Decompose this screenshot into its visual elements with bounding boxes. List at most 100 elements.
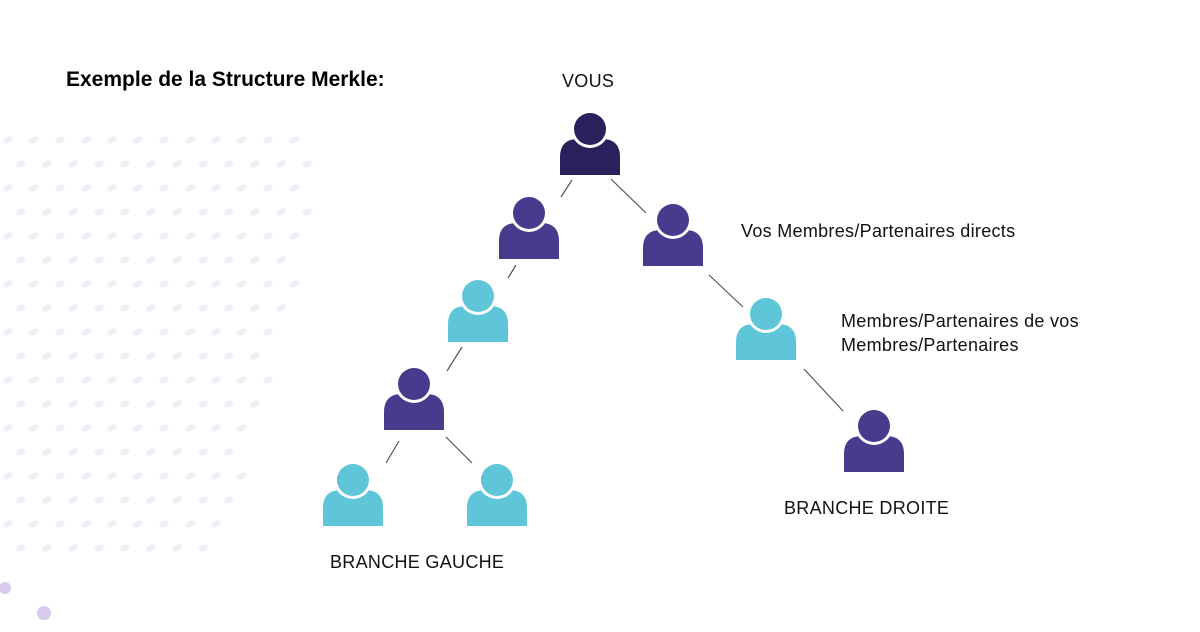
- decor-dot: [94, 400, 104, 408]
- decor-dot: [159, 232, 169, 240]
- person-head-icon: [513, 197, 545, 229]
- decor-dot: [81, 472, 91, 480]
- decor-accent-dot: [0, 582, 11, 594]
- decor-dot: [107, 328, 117, 336]
- decor-dot: [68, 544, 78, 552]
- decor-dot: [42, 256, 52, 264]
- decor-dot: [146, 208, 156, 216]
- decor-dot: [3, 280, 13, 288]
- decor-dot: [224, 496, 234, 504]
- decor-dot: [159, 328, 169, 336]
- root-label: VOUS: [562, 71, 615, 91]
- decor-dot: [172, 496, 182, 504]
- decor-dot: [94, 256, 104, 264]
- decor-dot: [185, 520, 195, 528]
- decor-dot: [237, 136, 247, 144]
- decor-dot: [55, 424, 65, 432]
- decor-dot: [3, 328, 13, 336]
- decor-dot: [159, 280, 169, 288]
- decor-dot: [211, 232, 221, 240]
- decor-dot: [120, 496, 130, 504]
- decor-dot: [120, 544, 130, 552]
- decor-dot: [68, 400, 78, 408]
- decor-dot: [198, 496, 208, 504]
- decor-dot: [159, 520, 169, 528]
- decor-dot: [107, 376, 117, 384]
- person-icon-left-2: [448, 277, 508, 342]
- decor-dot: [120, 208, 130, 216]
- decor-dot: [276, 256, 286, 264]
- decor-dot: [94, 448, 104, 456]
- decor-dot: [250, 160, 260, 168]
- decor-dot: [29, 232, 39, 240]
- decor-dot: [185, 136, 195, 144]
- decor-dot: [81, 520, 91, 528]
- connector-lines: [385, 178, 844, 464]
- decor-dot: [29, 472, 39, 480]
- connector-line-left-3-left-4b: [445, 436, 473, 464]
- decor-dot: [29, 424, 39, 432]
- decor-dot: [224, 400, 234, 408]
- decor-dot: [237, 424, 247, 432]
- decor-dot: [94, 496, 104, 504]
- person-head-icon: [858, 410, 890, 442]
- decor-dot: [42, 496, 52, 504]
- decor-dot: [16, 304, 26, 312]
- left-branch-label: BRANCHE GAUCHE: [330, 552, 505, 572]
- decor-dot: [68, 448, 78, 456]
- decor-dot: [289, 184, 299, 192]
- person-body-icon: [467, 490, 527, 526]
- decor-dot: [133, 136, 143, 144]
- decor-dot: [276, 304, 286, 312]
- decor-dot: [185, 328, 195, 336]
- decor-dot: [16, 544, 26, 552]
- decor-dot: [16, 256, 26, 264]
- decor-dot: [159, 472, 169, 480]
- background-decoration: [0, 136, 312, 620]
- decor-dot: [68, 352, 78, 360]
- indirect-members-label-line1: Membres/Partenaires de vos: [841, 311, 1079, 331]
- person-body-icon: [643, 230, 703, 266]
- decor-dot: [120, 448, 130, 456]
- decor-dot: [3, 232, 13, 240]
- decor-dot: [29, 280, 39, 288]
- member-nodes: [323, 110, 904, 526]
- decor-dot: [94, 352, 104, 360]
- decor-dot: [42, 400, 52, 408]
- decor-dot: [16, 352, 26, 360]
- decor-dot: [107, 280, 117, 288]
- decor-dot: [107, 472, 117, 480]
- decor-dot: [263, 328, 273, 336]
- decor-dot: [3, 136, 13, 144]
- decor-dot: [42, 448, 52, 456]
- person-head-icon: [481, 464, 513, 496]
- decor-accent-dot: [37, 606, 51, 620]
- decor-dot: [198, 304, 208, 312]
- decor-dot: [68, 160, 78, 168]
- decor-dot: [198, 160, 208, 168]
- decor-dot: [29, 184, 39, 192]
- decor-dot: [133, 184, 143, 192]
- decor-dot: [159, 376, 169, 384]
- decor-dot: [133, 376, 143, 384]
- person-icon-right-1: [643, 201, 703, 266]
- decor-dot: [185, 472, 195, 480]
- decor-dot: [276, 160, 286, 168]
- indirect-members-label-line2: Membres/Partenaires: [841, 335, 1019, 355]
- person-body-icon: [844, 436, 904, 472]
- decor-dot: [302, 160, 312, 168]
- decor-dot: [211, 472, 221, 480]
- decor-dot: [237, 184, 247, 192]
- decor-dot: [237, 280, 247, 288]
- decor-dot: [16, 448, 26, 456]
- decor-dot: [3, 376, 13, 384]
- decor-dot: [250, 256, 260, 264]
- decor-dot: [172, 208, 182, 216]
- decor-dot: [107, 520, 117, 528]
- decor-dot: [211, 520, 221, 528]
- decor-dot: [120, 160, 130, 168]
- decor-dot: [276, 208, 286, 216]
- decor-dot: [81, 232, 91, 240]
- decor-dot: [237, 232, 247, 240]
